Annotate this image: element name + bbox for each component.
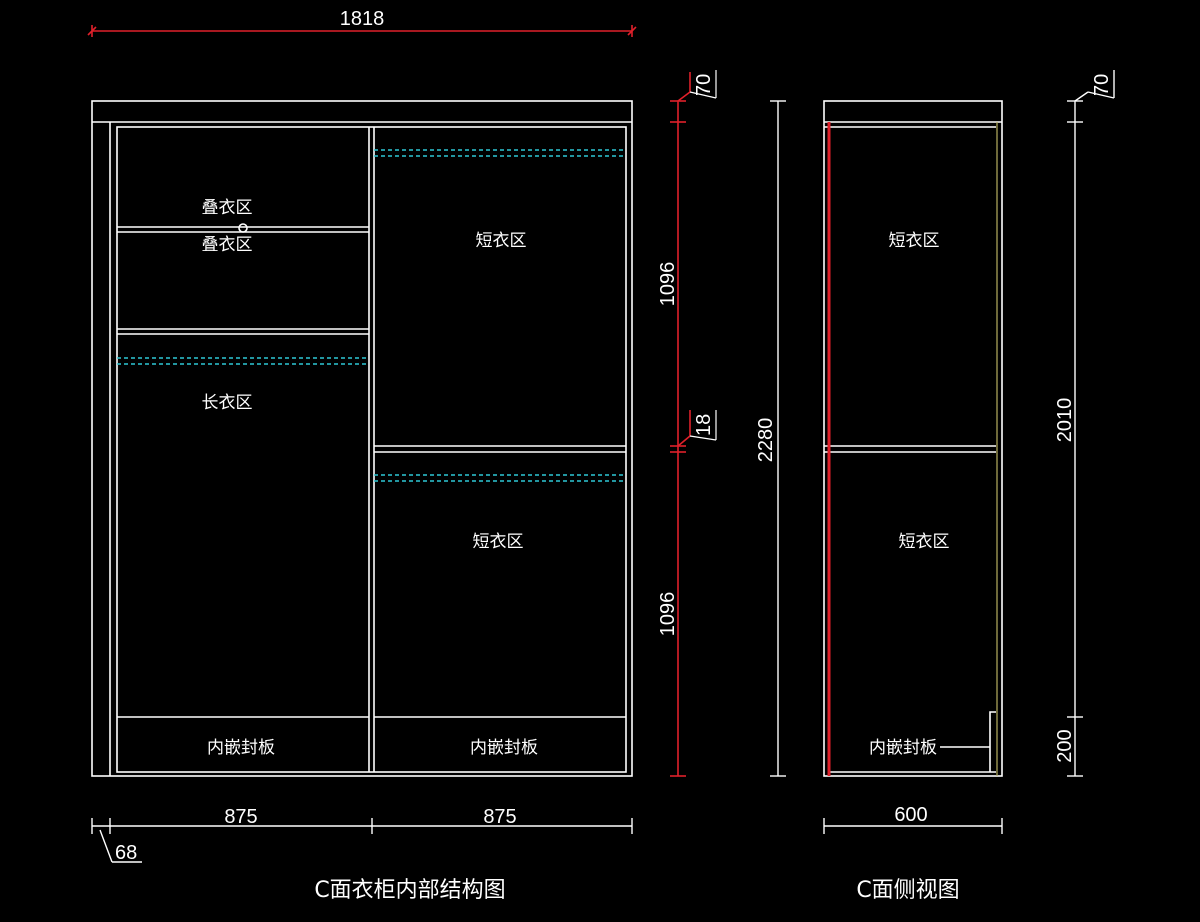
side-view	[823, 100, 1003, 777]
dim-side-total-height-label: 2280	[755, 418, 777, 463]
zone-short-lower: 短衣区	[473, 532, 524, 552]
front-outline	[91, 100, 633, 777]
side-base-panel	[989, 711, 996, 772]
zone-fold-2: 叠衣区	[202, 235, 253, 255]
zone-short-upper: 短衣区	[476, 231, 527, 251]
zone-fold-1: 叠衣区	[202, 198, 253, 218]
side-zone-short-lower: 短衣区	[899, 532, 950, 552]
dim-side-base-label: 200	[1054, 729, 1076, 762]
front-view	[91, 100, 633, 777]
side-outline	[823, 100, 1003, 777]
hanging-rods	[117, 149, 626, 482]
dim-total-width-label: 1818	[340, 8, 385, 30]
dim-side-depth	[823, 818, 1003, 834]
inner-frame	[116, 126, 627, 773]
dim-lower-section-label: 1096	[657, 592, 679, 637]
dim-shelf-label: 18	[693, 414, 715, 436]
zone-base-right: 内嵌封板	[470, 738, 538, 758]
dim-total-width	[87, 25, 637, 37]
dim-side-panel-label: 68	[115, 842, 137, 864]
dim-front-vertical	[670, 72, 691, 777]
dim-front-vertical-leaders	[689, 70, 717, 441]
dim-side-body-label: 2010	[1054, 398, 1076, 443]
side-zone-short-upper: 短衣区	[889, 231, 940, 251]
dim-top-cap-label: 70	[693, 74, 715, 96]
dim-side-vertical	[1067, 70, 1115, 777]
dim-left-bay-label: 875	[224, 806, 257, 828]
dim-side-total-height	[770, 100, 786, 777]
dim-upper-section-label: 1096	[657, 262, 679, 307]
side-zone-base: 内嵌封板	[869, 738, 937, 758]
front-view-title: C面衣柜内部结构图	[314, 878, 505, 903]
hole-mark	[238, 223, 248, 233]
dim-bottom-front	[91, 818, 633, 863]
dim-side-top-cap-label: 70	[1091, 74, 1113, 96]
zone-long: 长衣区	[202, 393, 253, 413]
dim-side-depth-label: 600	[894, 804, 927, 826]
zone-base-left: 内嵌封板	[207, 738, 275, 758]
dim-right-bay-label: 875	[483, 806, 516, 828]
side-view-title: C面侧视图	[856, 878, 959, 903]
